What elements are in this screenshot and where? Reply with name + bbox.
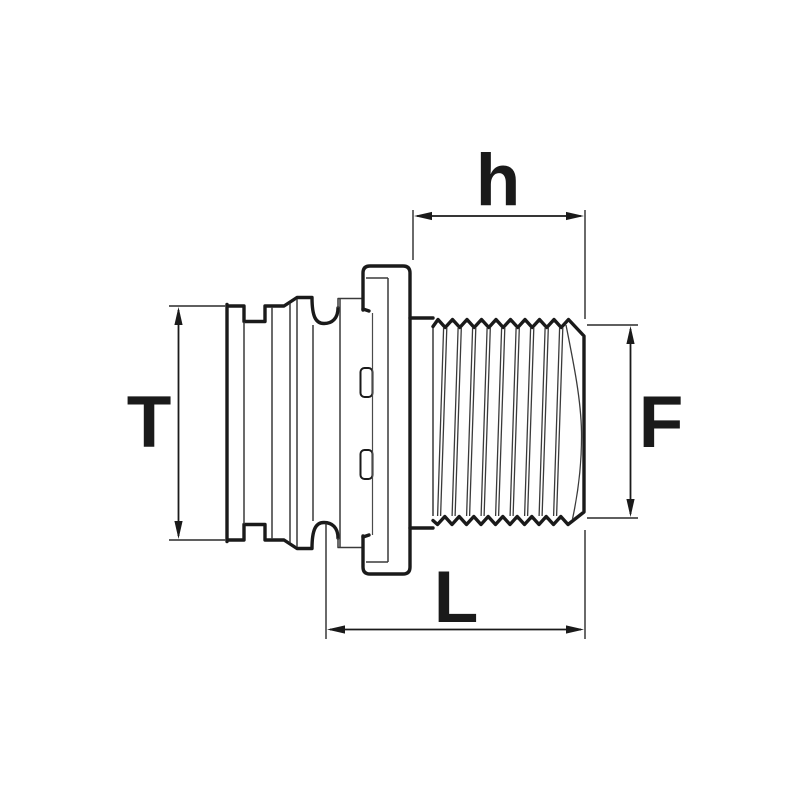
dimension-annotations: h T F (127, 140, 684, 639)
barb-top-profile (225, 295, 340, 326)
dimension-h-arrow-right (566, 211, 584, 221)
barb-silhouette-lines (243, 299, 341, 547)
dimension-L-arrow-right (566, 625, 584, 634)
barb-section (225, 295, 362, 551)
dimension-h-extension-lines (412, 210, 586, 319)
flange-tooth-upper (359, 367, 374, 398)
barb-step-lines (337, 297, 362, 549)
dimension-L-arrow-left (327, 625, 345, 634)
flange-outline (361, 264, 412, 576)
flange-slot-feet (361, 307, 371, 539)
dimension-T: T (127, 305, 225, 541)
shank-edges (408, 316, 435, 530)
thread-crest-outline (431, 317, 586, 527)
dimension-T-arrow-top (174, 307, 183, 325)
castellated-flange (359, 264, 412, 576)
dimension-L-extension-lines (325, 523, 586, 639)
pipe-fitting-outline (225, 264, 586, 576)
dimension-F: F (587, 324, 684, 519)
flange-face-lines (366, 277, 389, 563)
dimension-h-arrow-left (414, 211, 432, 221)
dimension-L: L (325, 523, 586, 639)
dimension-label-F: F (639, 382, 684, 463)
dimension-h: h (412, 140, 586, 319)
dimension-F-arrow-top (626, 326, 635, 344)
dimension-F-arrow-bottom (626, 499, 635, 517)
dimension-T-arrow-bottom (174, 521, 183, 539)
dimension-F-tick-lines (587, 324, 638, 519)
flange-tooth-lower (359, 449, 374, 480)
dimension-label-T: T (127, 382, 172, 463)
thread-flank-lines (436, 327, 564, 517)
dimension-T-tick-lines (169, 305, 225, 541)
thread-runout-curve (565, 324, 583, 520)
dimension-label-h: h (476, 140, 521, 221)
threaded-section (408, 316, 586, 530)
dimension-label-L: L (434, 557, 479, 638)
barb-bottom-profile (225, 520, 340, 551)
